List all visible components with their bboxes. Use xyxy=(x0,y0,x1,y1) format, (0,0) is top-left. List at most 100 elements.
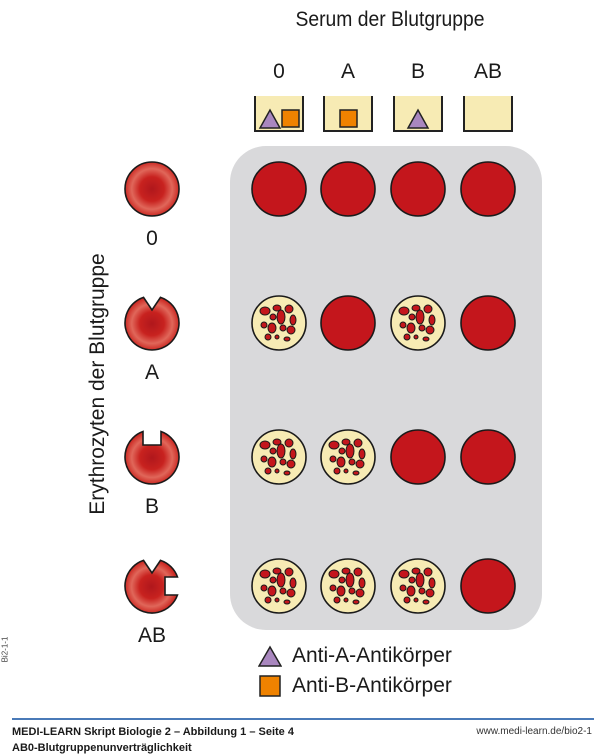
intact-cell xyxy=(460,295,516,351)
agglutinate-clump xyxy=(336,585,346,597)
agglutinate-clump xyxy=(406,585,416,597)
square-icon xyxy=(259,675,281,697)
agglutinate-clump xyxy=(333,467,341,475)
agglutinate-clump xyxy=(428,314,436,326)
agglutinate-clump xyxy=(269,576,277,584)
agglutinate-clump xyxy=(425,325,435,335)
serum-group-label: AB xyxy=(473,60,502,83)
erythrocyte-a-icon xyxy=(124,296,180,351)
agglutinate-clump xyxy=(338,447,346,455)
agglutinate-clump xyxy=(403,596,411,604)
agglutinate-clump xyxy=(358,448,366,460)
agglutinate-clump xyxy=(423,304,433,314)
agglutinate-clump xyxy=(289,314,297,326)
agglutinate-clump xyxy=(269,447,277,455)
agglutinate-clump xyxy=(418,587,426,595)
agglutinate-clump xyxy=(274,597,280,603)
agglutinate-clump xyxy=(415,309,425,325)
serum-group-label: 0 xyxy=(273,60,285,83)
agglutinate-clump xyxy=(259,569,271,579)
agglutinate-clump xyxy=(279,458,287,466)
anti-a-triangle-icon xyxy=(258,108,282,129)
intact-cell xyxy=(460,161,516,217)
agglutinate-clump xyxy=(286,459,296,469)
footer-subtitle: AB0-Blutgruppenunverträglichkeit xyxy=(12,742,192,754)
agglutinate-clump xyxy=(283,470,291,476)
erythrocyte-group-label: AB xyxy=(137,624,166,647)
agglutinate-clump xyxy=(328,440,340,450)
agglutinate-clump xyxy=(341,438,351,446)
figure-code: Bi2-1-1 xyxy=(0,636,10,663)
agglutinate-clump xyxy=(333,596,341,604)
agglutinate-clump xyxy=(408,313,416,321)
agglutinate-clump xyxy=(398,569,410,579)
agglutinate-clump xyxy=(289,448,297,460)
agglutinate-clump xyxy=(348,587,356,595)
intact-cell xyxy=(320,161,376,217)
agglutinate-clump xyxy=(418,324,426,332)
agglutinate-clump xyxy=(399,584,407,592)
agglutinate-clump xyxy=(355,459,365,469)
agglutinate-clump xyxy=(408,576,416,584)
agglutinate-clump xyxy=(286,325,296,335)
erythrocyte-0-icon xyxy=(124,161,180,217)
agglutinate-clump xyxy=(279,587,287,595)
agglutinate-clump xyxy=(355,588,365,598)
intact-cell xyxy=(390,161,446,217)
diagram-title: Serum der Blutgruppe xyxy=(295,8,485,31)
agglutinate-clump xyxy=(264,467,272,475)
agglutinate-clump xyxy=(345,572,355,588)
intact-cell xyxy=(320,295,376,351)
agglutinate-clump xyxy=(284,438,294,448)
agglutinate-clump xyxy=(264,333,272,341)
agglutinate-clump xyxy=(425,588,435,598)
anti-b-square-icon xyxy=(339,109,358,128)
agglutinate-clump xyxy=(264,596,272,604)
agglutinate-clump xyxy=(259,440,271,450)
intact-cell xyxy=(460,429,516,485)
agglutinate-clump xyxy=(276,443,286,459)
agglutinate-clump xyxy=(272,304,282,312)
agglutinate-clump xyxy=(260,321,268,329)
erythrocyte-ab-icon xyxy=(124,559,179,614)
agglutinate-clump xyxy=(283,599,291,605)
agglutinate-clump xyxy=(423,567,433,577)
agglutinate-clump xyxy=(341,567,351,575)
agglutinate-clump xyxy=(358,577,366,589)
agglutinate-clump xyxy=(269,313,277,321)
agglutinate-clump xyxy=(272,438,282,446)
agglutinate-clump xyxy=(413,334,419,340)
agglutinate-clump xyxy=(289,577,297,589)
erythrocyte-group-label: B xyxy=(144,495,159,518)
agglutinate-clump xyxy=(284,304,294,314)
agglutinate-clump xyxy=(406,322,416,334)
agglutinate-clump xyxy=(403,333,411,341)
erythrocyte-b-icon xyxy=(124,430,180,485)
agglutinate-clump xyxy=(353,438,363,448)
agglutinate-clump xyxy=(353,567,363,577)
footer-link[interactable]: www.medi-learn.de/bio2-1 xyxy=(476,726,592,737)
agglutinate-clump xyxy=(428,577,436,589)
agglutinate-clump xyxy=(422,599,430,605)
serum-group-label: A xyxy=(340,60,355,83)
agglutinate-clump xyxy=(343,597,349,603)
agglutinate-clump xyxy=(343,468,349,474)
agglutinate-clump xyxy=(260,455,268,463)
agglutinate-clump xyxy=(286,588,296,598)
intact-cell xyxy=(390,429,446,485)
agglutinate-clump xyxy=(279,324,287,332)
agglutinate-clump xyxy=(413,597,419,603)
agglutinate-clump xyxy=(272,567,282,575)
intact-cell xyxy=(251,161,307,217)
agglutinate-clump xyxy=(267,456,277,468)
agglutinate-clump xyxy=(398,306,410,316)
agglutinate-clump xyxy=(276,572,286,588)
agglutinate-clump xyxy=(352,470,360,476)
triangle-icon xyxy=(258,645,282,667)
agglutinate-clump xyxy=(284,567,294,577)
agglutinate-clump xyxy=(415,572,425,588)
agglutinate-clump xyxy=(260,584,268,592)
footer-source: MEDI-LEARN Skript Biologie 2 – Abbildung… xyxy=(12,726,294,738)
serum-tube xyxy=(463,96,513,132)
agglutinate-clump xyxy=(283,336,291,342)
